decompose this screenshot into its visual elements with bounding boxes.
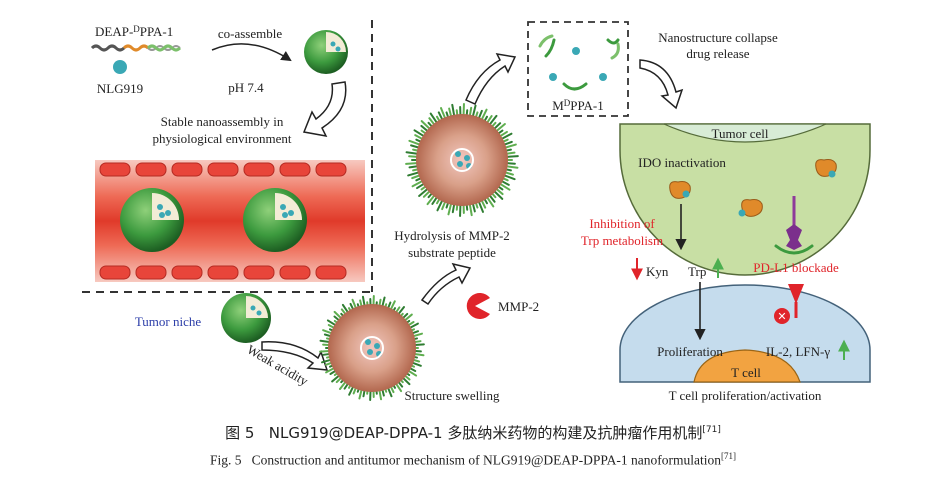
caption-en-ref: [71] bbox=[721, 451, 737, 461]
mdppa-fragment-box bbox=[527, 21, 629, 117]
ph-label: pH 7.4 bbox=[228, 80, 264, 95]
coassemble-arrow bbox=[211, 43, 292, 62]
inhibition-label-2: Trp metabolism bbox=[581, 233, 663, 248]
outline-arrow-down bbox=[302, 81, 347, 138]
collapse-label-2: drug release bbox=[686, 46, 749, 61]
pd1-receptor-icon bbox=[788, 284, 804, 304]
hydrolysis-label-1: Hydrolysis of MMP-2 bbox=[394, 228, 510, 243]
peptide-chain-icon bbox=[90, 44, 182, 52]
mechanism-diagram: DEAP-DPPA-1 NLG919 co-assemble pH 7.4 St… bbox=[82, 20, 871, 403]
swollen-nanoparticle-icon bbox=[319, 295, 425, 401]
il2-label: IL-2, LFN-γ bbox=[766, 344, 830, 359]
nlg919-label: NLG919 bbox=[97, 81, 143, 96]
block-icon bbox=[774, 308, 790, 324]
caption-en-fig: Fig. 5 bbox=[209, 452, 242, 468]
hydrolysis-label-2: substrate peptide bbox=[408, 245, 496, 260]
drug-dot-icon bbox=[549, 73, 557, 81]
tumor-niche-label: Tumor niche bbox=[135, 314, 202, 329]
mdppa-label: MDPPA-1 bbox=[552, 98, 604, 113]
outline-arrow-up bbox=[465, 53, 517, 105]
swelling-label: Structure swelling bbox=[405, 388, 500, 403]
tumor-niche-sphere-icon bbox=[221, 293, 271, 343]
pdl1-label: PD-L1 blockade bbox=[753, 260, 839, 275]
ido-enzyme-icon bbox=[738, 199, 763, 217]
caption-cn-fig: 图 5 bbox=[225, 424, 255, 442]
drug-dot-icon bbox=[572, 47, 580, 55]
mmp2-label: MMP-2 bbox=[498, 299, 539, 314]
t-cell-activation-label: T cell proliferation/activation bbox=[669, 388, 822, 403]
caption-chinese: 图 5 NLG919@DEAP-DPPA-1 多肽纳米药物的构建及抗肿瘤作用机制… bbox=[0, 422, 946, 443]
caption-cn-text: NLG919@DEAP-DPPA-1 多肽纳米药物的构建及抗肿瘤作用机制 bbox=[268, 424, 703, 442]
outline-arrow-down-right bbox=[639, 59, 684, 110]
mmp2-enzyme-icon bbox=[466, 293, 490, 320]
inhibition-label-1: Inhibition of bbox=[589, 216, 655, 231]
drug-dot-icon bbox=[599, 73, 607, 81]
nlg919-drug-icon bbox=[113, 60, 127, 74]
collapse-label-1: Nanostructure collapse bbox=[658, 30, 778, 45]
block-x-icon: ✕ bbox=[777, 311, 786, 323]
deap-dppa-label: DEAP-DPPA-1 bbox=[95, 24, 173, 39]
caption-en-text: Construction and antitumor mechanism of … bbox=[251, 452, 722, 468]
hydrolyzed-nanoparticle-icon bbox=[405, 103, 519, 217]
kyn-label: Kyn bbox=[646, 264, 669, 279]
weak-acidity-arrow bbox=[261, 341, 329, 371]
pdl1-receptor-icon bbox=[774, 196, 814, 255]
ido-enzyme-icon bbox=[815, 159, 837, 178]
peptide-fragment-icons bbox=[538, 34, 620, 91]
proliferation-label: Proliferation bbox=[657, 344, 723, 359]
stable-label-2: physiological environment bbox=[152, 131, 291, 146]
tumor-cell-label: Tumor cell bbox=[712, 126, 769, 141]
blood-vessel bbox=[95, 160, 365, 282]
ido-label: IDO inactivation bbox=[638, 155, 726, 170]
t-cell bbox=[619, 284, 871, 383]
t-cell-label: T cell bbox=[731, 365, 761, 380]
coassemble-label: co-assemble bbox=[218, 26, 282, 41]
trp-label: Trp bbox=[688, 264, 706, 279]
outline-arrow-up-right bbox=[420, 262, 472, 306]
caption-cn-ref: [71] bbox=[702, 425, 721, 435]
caption-english: Fig. 5 Construction and antitumor mechan… bbox=[0, 451, 946, 469]
ido-enzyme-icon bbox=[669, 181, 691, 199]
stable-label-1: Stable nanoassembly in bbox=[161, 114, 284, 129]
nanoassembly-sphere-icon bbox=[304, 30, 348, 74]
